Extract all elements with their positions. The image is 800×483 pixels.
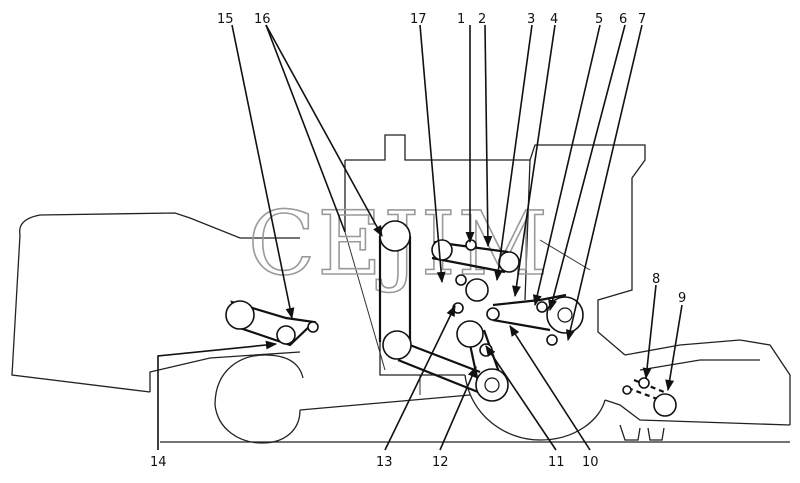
leader-16a — [265, 24, 383, 237]
leader-7 — [565, 24, 643, 342]
callout-labels: 1 2 3 4 5 6 7 8 9 10 11 12 13 14 15 16 1… — [150, 12, 686, 470]
belt-rear — [627, 378, 665, 402]
pulley — [498, 251, 520, 273]
leader-15 — [231, 24, 295, 320]
pulley — [431, 239, 453, 261]
callout-17: 17 — [410, 12, 427, 27]
pulley — [456, 320, 484, 348]
leader-13 — [384, 304, 456, 451]
belt-vertical-left — [378, 236, 412, 345]
callout-4: 4 — [550, 12, 558, 27]
leader-4 — [512, 24, 556, 298]
leader-2 — [483, 24, 493, 248]
belt-lower-diagonal — [397, 340, 481, 394]
callout-9: 9 — [678, 291, 686, 306]
pulley — [479, 343, 493, 357]
leader-12 — [439, 365, 477, 451]
pulley — [653, 393, 677, 417]
pulley — [557, 307, 573, 323]
pulley — [536, 301, 548, 313]
callout-6: 6 — [619, 12, 627, 27]
leader-9 — [665, 304, 683, 392]
callout-2: 2 — [478, 12, 486, 27]
leader-3 — [493, 24, 533, 282]
callout-15: 15 — [217, 12, 234, 27]
leader-5 — [532, 24, 601, 307]
pulley — [276, 325, 296, 345]
callout-11: 11 — [548, 455, 565, 470]
callout-14: 14 — [150, 455, 167, 470]
leader-11 — [485, 345, 557, 451]
callout-12: 12 — [432, 455, 449, 470]
callout-7: 7 — [638, 12, 646, 27]
leader-17 — [419, 24, 446, 284]
pulley — [622, 385, 632, 395]
pulley — [455, 274, 467, 286]
callout-8: 8 — [652, 272, 660, 287]
callout-1: 1 — [457, 12, 465, 27]
pulleys — [225, 220, 677, 417]
pulley — [465, 278, 489, 302]
callout-13: 13 — [376, 455, 393, 470]
pulley — [638, 377, 650, 389]
callout-5: 5 — [595, 12, 603, 27]
pulley — [486, 307, 500, 321]
callout-3: 3 — [527, 12, 535, 27]
leader-10 — [509, 325, 591, 451]
pulley — [382, 330, 412, 360]
pulley — [307, 321, 319, 333]
leader-8 — [642, 284, 657, 380]
callout-16: 16 — [254, 12, 271, 27]
pulley — [484, 377, 500, 393]
pulley — [379, 220, 411, 252]
leader-lines — [157, 24, 683, 451]
leader-14 — [157, 340, 278, 450]
leader-16b — [265, 24, 346, 233]
pulley — [225, 300, 255, 330]
pulley — [465, 239, 477, 251]
pulley — [546, 334, 558, 346]
callout-10: 10 — [582, 455, 599, 470]
leader-6 — [548, 24, 626, 312]
